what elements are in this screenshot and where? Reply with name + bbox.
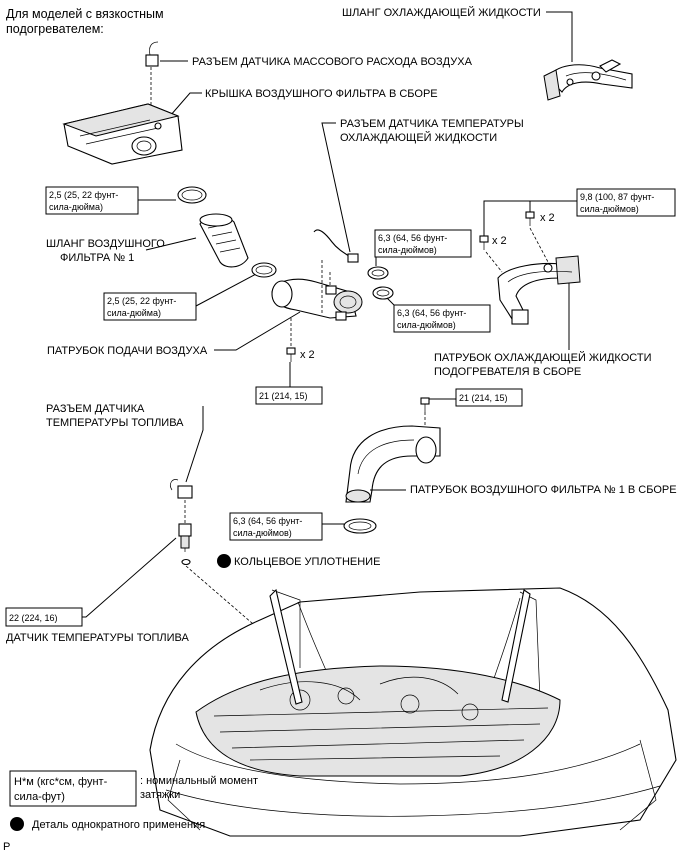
label-coolant-hose: ШЛАНГ ОХЛАЖДАЮЩЕЙ ЖИДКОСТИ — [342, 6, 541, 19]
filter-pipe-bolt-icon — [420, 397, 430, 412]
hose-clamp-c-drawing — [367, 266, 389, 280]
fuel-temp-sensor-drawing — [178, 523, 192, 552]
dash-heater-b — [485, 251, 503, 273]
legend-non-reusable-icon — [10, 817, 24, 831]
label-maf-connector: РАЗЪЕМ ДАТЧИКА МАССОВОГО РАСХОДА ВОЗДУХА — [192, 56, 473, 68]
label-fuel-temp-connector-1: РАЗЪЕМ ДАТЧИКА — [46, 403, 145, 415]
torque-fuel-sensor: 22 (224, 16) — [9, 613, 58, 623]
label-fuel-temp-sensor: ДАТЧИК ТЕМПЕРАТУРЫ ТОПЛИВА — [6, 632, 190, 644]
torque-clamp-e-1: 6,3 (64, 56 фунт- — [233, 516, 302, 526]
label-air-filter-cover: КРЫШКА ВОЗДУШНОГО ФИЛЬТРА В СБОРЕ — [205, 88, 438, 100]
header-line-1: Для моделей с вязкостным — [6, 7, 164, 21]
heater-bolt-a-icon — [525, 211, 535, 226]
leader-clamp-b — [195, 273, 257, 307]
heater-coolant-pipe-drawing — [497, 255, 581, 325]
torque-intake-bolt: 21 (214, 15) — [259, 391, 308, 401]
leader-air-filter-cover — [169, 92, 202, 117]
dash-fuel-sensor-install — [185, 565, 305, 669]
legend-torque-box — [9, 770, 137, 807]
torque-clamp-a-1: 2,5 (25, 22 фунт- — [49, 190, 118, 200]
torque-clamp-e-2: сила-дюймов) — [233, 528, 292, 538]
heater-bolt-b-icon — [479, 235, 489, 250]
coolant-temp-wire-drawing — [313, 229, 359, 263]
torque-box-heater-bolt — [576, 188, 676, 217]
torque-box-intake-bolt — [255, 386, 323, 405]
maf-connector-drawing — [145, 41, 159, 67]
label-heater-pipe-1: ПАТРУБОК ОХЛАЖДАЮЩЕЙ ЖИДКОСТИ — [434, 351, 651, 364]
legend-torque-desc-1: : номинальный момент — [140, 775, 258, 787]
label-air-filter-hose-1: ШЛАНГ ВОЗДУШНОГО — [46, 238, 165, 250]
label-heater-pipe-2: ПОДОГРЕВАТЕЛЯ В СБОРЕ — [434, 366, 581, 378]
torque-box-clamp-b — [103, 292, 197, 321]
o-ring-drawing — [181, 558, 191, 566]
hose-clamp-d-drawing — [372, 286, 394, 300]
hose-clamp-e-drawing — [343, 518, 377, 534]
intake-bolt-icon — [286, 347, 296, 362]
label-air-filter-pipe-assy: ПАТРУБОК ВОЗДУШНОГО ФИЛЬТРА № 1 В СБОРЕ — [410, 484, 677, 496]
leader-fuel-temp-connector — [185, 406, 204, 483]
leader-coolant-temp-connector — [321, 122, 351, 253]
torque-box-clamp-c — [374, 229, 472, 258]
torque-box-filter-pipe-bolt — [455, 388, 523, 407]
torque-filter-pipe-bolt: 21 (214, 15) — [459, 393, 508, 403]
leader-heater-bolt-a — [483, 200, 577, 236]
fuel-temp-connector-drawing — [170, 479, 193, 499]
torque-clamp-d-1: 6,3 (64, 56 фунт- — [397, 308, 466, 318]
corner-code: P — [3, 841, 10, 852]
torque-box-clamp-a — [45, 186, 139, 215]
leader-fuel-sensor-torque — [82, 537, 177, 618]
air-filter-hose-drawing — [199, 213, 249, 268]
label-o-ring: КОЛЬЦЕВОЕ УПЛОТНЕНИЕ — [234, 556, 380, 568]
multiplier-heater-bolt-b: x 2 — [492, 235, 507, 247]
torque-clamp-c-2: сила-дюймов) — [378, 245, 437, 255]
vehicle-engine-bay-drawing — [149, 587, 677, 837]
label-fuel-temp-connector-2: ТЕМПЕРАТУРЫ ТОПЛИВА — [46, 417, 184, 429]
label-coolant-temp-connector-2: ОХЛАЖДАЮЩЕЙ ЖИДКОСТИ — [340, 131, 497, 144]
torque-heater-bolt-1: 9,8 (100, 87 фунт- — [580, 192, 654, 202]
torque-clamp-c-1: 6,3 (64, 56 фунт- — [378, 233, 447, 243]
leader-intake-pipe — [214, 311, 301, 351]
torque-clamp-a-2: сила-дюйма) — [49, 202, 103, 212]
legend-non-reusable: Деталь однократного применения — [32, 819, 205, 831]
multiplier-heater-bolt-a: x 2 — [540, 212, 555, 224]
intake-pipe-drawing — [271, 278, 363, 321]
torque-clamp-b-2: сила-дюйма) — [107, 308, 161, 318]
leader-coolant-hose — [546, 11, 573, 62]
legend-box-line-2: сила-фут) — [14, 791, 65, 803]
torque-box-clamp-e — [229, 512, 323, 541]
hose-clamp-a-drawing — [177, 186, 207, 204]
legend-box-line-1: Н*м (кгс*см, фунт- — [14, 776, 108, 788]
torque-heater-bolt-2: сила-дюймов) — [580, 204, 639, 214]
torque-clamp-d-2: сила-дюймов) — [397, 320, 456, 330]
leader-clamp-d — [386, 297, 395, 306]
air-filter-cover-drawing — [62, 103, 183, 165]
torque-box-clamp-d — [393, 304, 491, 333]
multiplier-intake-bolt: x 2 — [300, 349, 315, 361]
dash-heater-a — [529, 227, 549, 263]
torque-clamp-b-1: 2,5 (25, 22 фунт- — [107, 296, 176, 306]
header-line-2: подогревателем: — [6, 22, 104, 36]
label-intake-pipe: ПАТРУБОК ПОДАЧИ ВОЗДУХА — [47, 345, 208, 357]
air-filter-pipe-drawing — [345, 425, 441, 503]
leader-air-filter-hose — [145, 237, 197, 251]
legend-torque-desc-2: затяжки — [140, 789, 180, 801]
hose-clamp-b-drawing — [251, 262, 277, 278]
label-air-filter-hose-2: ФИЛЬТРА № 1 — [60, 252, 134, 264]
coolant-hose-drawing — [543, 59, 633, 101]
non-reusable-icon — [217, 554, 231, 568]
label-coolant-temp-connector-1: РАЗЪЕМ ДАТЧИКА ТЕМПЕРАТУРЫ — [340, 118, 524, 130]
